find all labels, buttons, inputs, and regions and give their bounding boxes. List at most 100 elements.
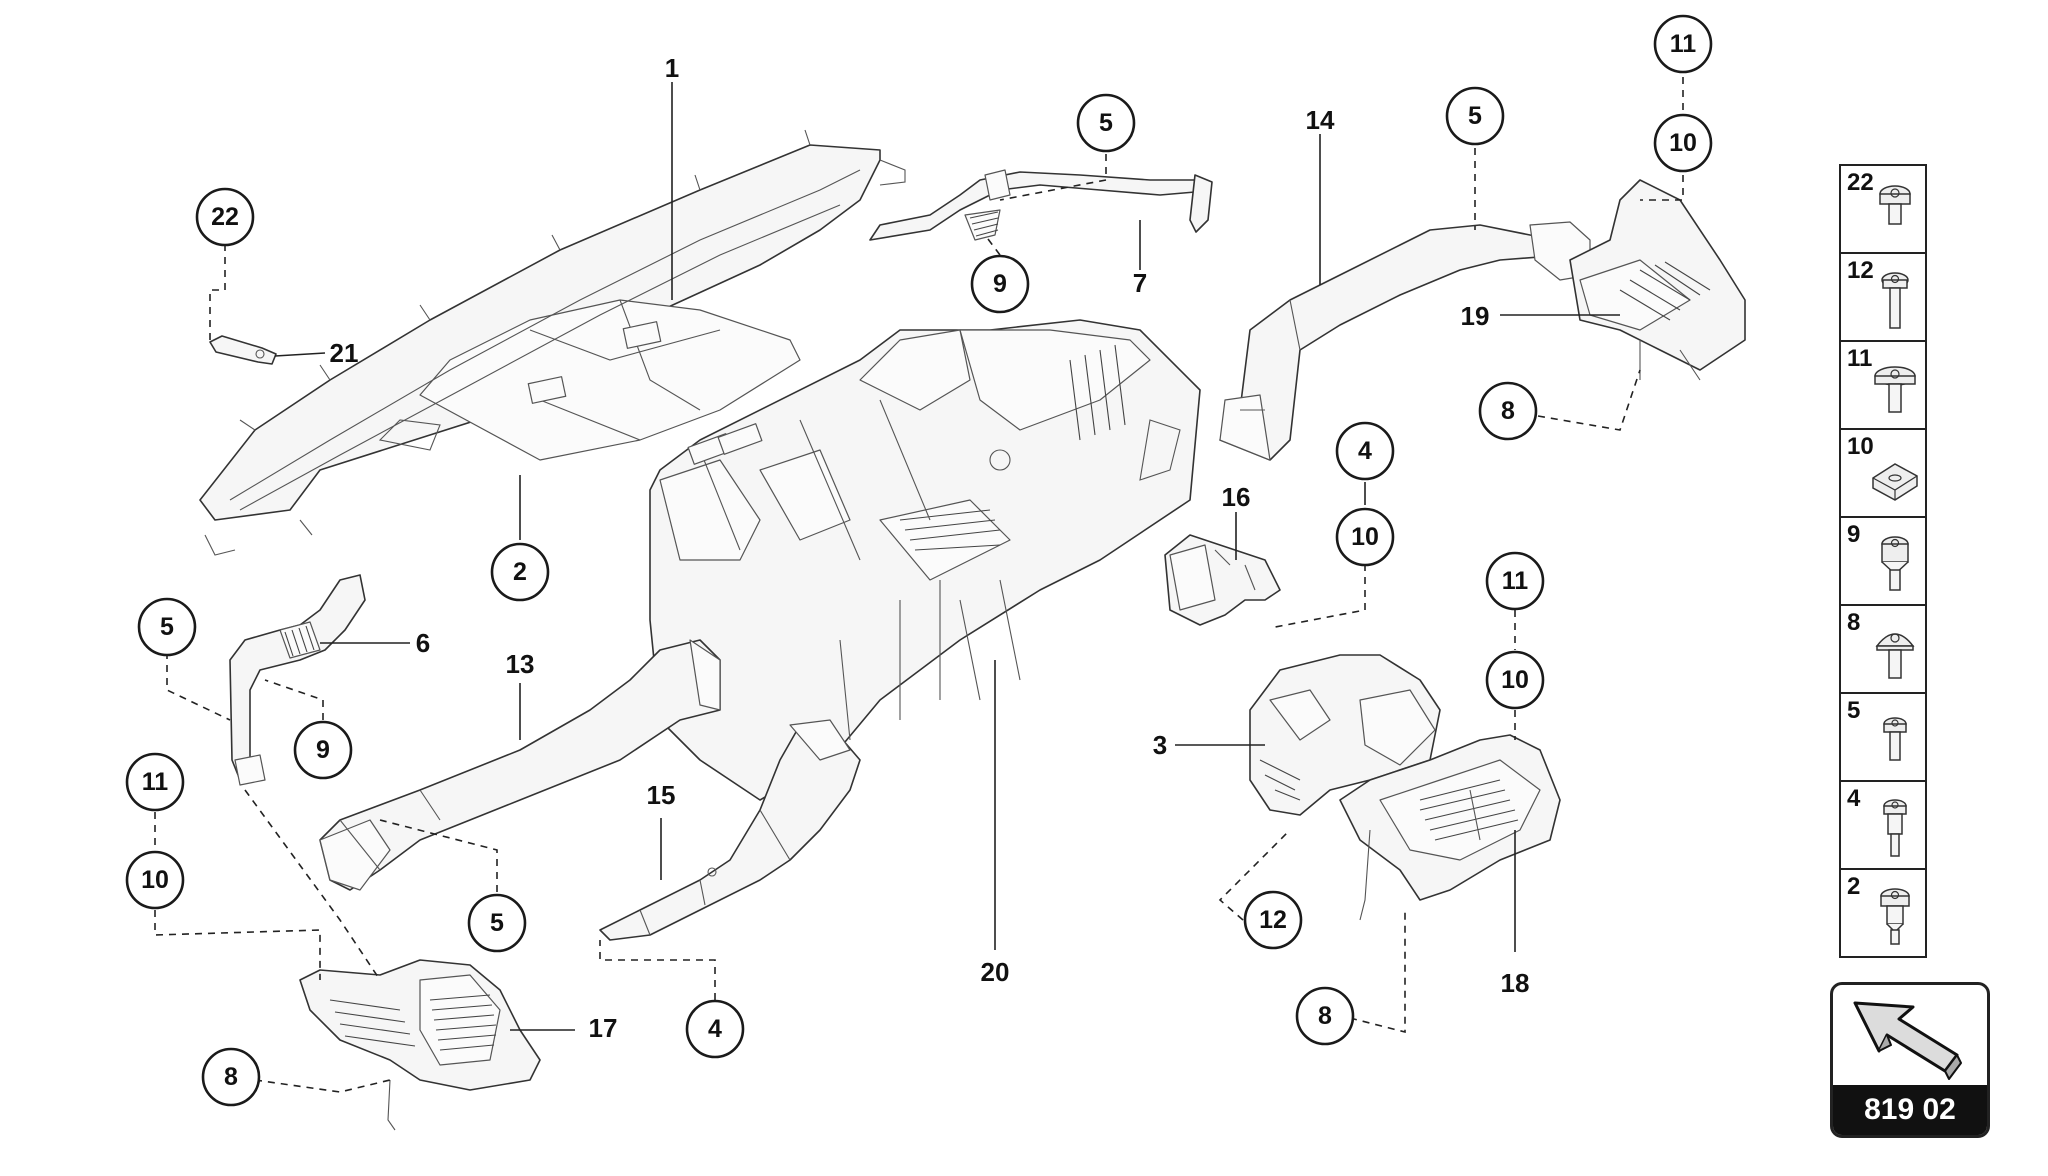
screw-button-head-icon	[1875, 633, 1915, 679]
svg-text:7: 7	[1133, 268, 1147, 298]
callout-10-left: 10	[125, 850, 185, 910]
svg-text:10: 10	[1669, 129, 1697, 157]
callout-7: 7	[1133, 268, 1147, 298]
svg-text:9: 9	[316, 736, 330, 764]
screw-stepped-icon	[1880, 888, 1910, 945]
legend-number: 5	[1847, 697, 1861, 724]
callout-11-right: 11	[1485, 551, 1545, 611]
svg-text:20: 20	[981, 957, 1010, 987]
part-1-dash-crossmember	[199, 129, 906, 556]
callout-20: 20	[981, 957, 1010, 987]
callout-18: 18	[1501, 968, 1530, 998]
callout-10-topright: 10	[1653, 113, 1713, 173]
callout-8-bottomright: 8	[1295, 986, 1355, 1046]
part-16-duct	[1164, 534, 1281, 626]
part-3-duct-assembly	[1249, 654, 1441, 816]
legend-number: 2	[1847, 873, 1861, 900]
svg-text:3: 3	[1153, 730, 1167, 760]
callout-4-bottom: 4	[685, 999, 745, 1059]
svg-text:10: 10	[1501, 666, 1529, 694]
legend-item-4: 4	[1841, 782, 1925, 870]
screw-flange-icon	[1879, 185, 1911, 225]
svg-text:9: 9	[993, 270, 1007, 298]
svg-text:15: 15	[647, 780, 676, 810]
legend-number: 10	[1847, 433, 1874, 460]
legend-item-10: 10	[1841, 430, 1925, 518]
svg-text:18: 18	[1501, 968, 1530, 998]
svg-text:4: 4	[708, 1015, 722, 1043]
part-20-hvac-unit	[649, 319, 1201, 801]
callout-17: 17	[589, 1013, 618, 1043]
svg-text:10: 10	[1351, 523, 1379, 551]
svg-text:22: 22	[211, 203, 239, 231]
legend-item-9: 9	[1841, 518, 1925, 606]
part-19-vent	[1569, 179, 1746, 381]
part-18-vent	[1339, 734, 1561, 921]
svg-text:8: 8	[224, 1063, 238, 1091]
svg-text:16: 16	[1222, 482, 1251, 512]
callout-8-topright: 8	[1478, 381, 1538, 441]
callout-4-mid: 4	[1335, 421, 1395, 481]
callout-14: 14	[1306, 105, 1335, 135]
screw-small-icon	[1883, 717, 1907, 761]
part-7-duct	[869, 169, 1213, 241]
svg-text:13: 13	[506, 649, 535, 679]
screw-shoulder-icon	[1883, 799, 1907, 857]
legend-item-22: 22	[1841, 166, 1925, 254]
callout-1: 1	[665, 53, 679, 83]
legend-number: 9	[1847, 521, 1861, 548]
legend-item-5: 5	[1841, 694, 1925, 782]
fastener-legend: 22 12 11 10 9	[1839, 164, 1927, 958]
svg-text:19: 19	[1461, 301, 1490, 331]
svg-text:8: 8	[1318, 1002, 1332, 1030]
callout-8-bottomleft: 8	[201, 1047, 261, 1107]
legend-number: 11	[1847, 345, 1873, 372]
callout-12: 12	[1243, 890, 1303, 950]
callout-9-top: 9	[970, 254, 1030, 314]
callout-3: 3	[1153, 730, 1167, 760]
callout-22-left: 22	[195, 187, 255, 247]
legend-number: 8	[1847, 609, 1861, 636]
callout-10-mid: 10	[1335, 507, 1395, 567]
legend-item-11: 11	[1841, 342, 1925, 430]
callout-11-left: 11	[125, 752, 185, 812]
callout-21: 21	[330, 338, 359, 368]
legend-number: 4	[1847, 785, 1861, 812]
part-15-duct	[599, 719, 861, 941]
legend-item-8: 8	[1841, 606, 1925, 694]
legend-item-2: 2	[1841, 870, 1925, 958]
callout-16: 16	[1222, 482, 1251, 512]
legend-number: 12	[1847, 257, 1874, 284]
callout-11-topright: 11	[1653, 14, 1713, 74]
legend-number: 22	[1847, 169, 1874, 196]
svg-text:6: 6	[416, 628, 430, 658]
svg-text:11: 11	[142, 768, 169, 796]
callout-9-left: 9	[293, 720, 353, 780]
part-6-hose	[229, 574, 366, 786]
svg-text:5: 5	[1468, 102, 1482, 130]
diagram-code: 819 02	[1833, 1085, 1987, 1135]
diagram-reference-box: 819 02	[1830, 982, 1990, 1138]
part-14-duct	[1219, 221, 1591, 461]
svg-text:8: 8	[1501, 397, 1515, 425]
callout-10-right: 10	[1485, 650, 1545, 710]
screw-torx-icon	[1881, 536, 1909, 591]
svg-text:2: 2	[513, 558, 527, 586]
svg-text:5: 5	[490, 909, 504, 937]
screw-long-icon	[1881, 272, 1909, 329]
part-21-bracket	[209, 335, 277, 365]
part-13-duct	[319, 639, 721, 891]
legend-item-12: 12	[1841, 254, 1925, 342]
svg-text:17: 17	[589, 1013, 618, 1043]
svg-text:11: 11	[1502, 567, 1529, 595]
svg-text:11: 11	[1670, 30, 1697, 58]
callout-5-right: 5	[1445, 86, 1505, 146]
svg-text:14: 14	[1306, 105, 1335, 135]
svg-text:10: 10	[141, 866, 169, 894]
callout-15: 15	[647, 780, 676, 810]
callout-2: 2	[490, 542, 550, 602]
svg-text:1: 1	[665, 53, 679, 83]
callout-19: 19	[1461, 301, 1490, 331]
callout-6: 6	[416, 628, 430, 658]
